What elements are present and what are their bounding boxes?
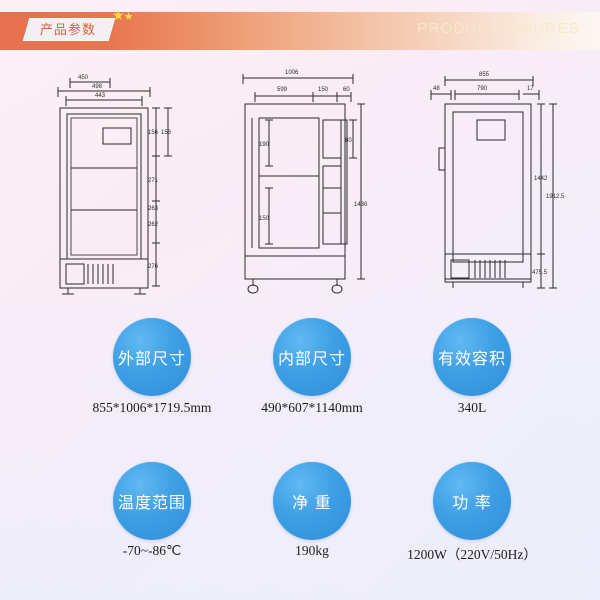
dim-front-156b: 156 <box>161 130 172 136</box>
dim-side-80: 80 <box>345 138 352 144</box>
spec-value-power: 1200W（220V/50Hz） <box>407 547 537 562</box>
spec-value-net-weight: 190kg <box>295 543 329 558</box>
spec-circle-exterior-size: 外部尺寸 <box>113 318 191 396</box>
dim-rear-17: 17 <box>527 86 534 92</box>
page-header: 产品参数 ★★ PRODUCT FIGURES <box>0 0 600 58</box>
dim-side-1006: 1006 <box>285 70 299 76</box>
spec-circle-temperature-range: 温度范围 <box>113 462 191 540</box>
drawing-side-view: 1006 599 150 60 190 150 80 1430 <box>225 58 385 313</box>
drawing-rear-view: 855 790 48 17 1442 1912.5 475.5 <box>415 58 575 313</box>
dim-side-150: 150 <box>318 87 329 93</box>
dim-side-599: 599 <box>277 87 288 93</box>
stars-icon: ★★ <box>112 7 133 23</box>
spec-circle-capacity: 有效容积 <box>433 318 511 396</box>
dim-side-150b: 150 <box>259 216 270 222</box>
dim-rear-48: 48 <box>433 86 440 92</box>
dim-front-498: 498 <box>92 84 103 90</box>
spec-circle-power: 功 率 <box>433 462 511 540</box>
dim-front-271: 271 <box>148 178 159 184</box>
section-ribbon: 产品参数 <box>22 18 116 41</box>
dim-rear-475: 475.5 <box>532 270 548 276</box>
spec-value-capacity: 340L <box>457 400 487 415</box>
dim-front-263: 263 <box>148 206 159 212</box>
page-title: PRODUCT FIGURES <box>417 20 580 37</box>
spec-value-exterior-size: 855*1006*1719.5mm <box>92 400 212 415</box>
spec-circle-net-weight: 净 重 <box>273 462 351 540</box>
dim-side-60: 60 <box>343 87 350 93</box>
dim-rear-855: 855 <box>479 72 490 78</box>
spec-circle-interior-size: 内部尺寸 <box>273 318 351 396</box>
dim-front-443: 443 <box>95 93 106 99</box>
spec-value-interior-size: 490*607*1140mm <box>261 400 363 415</box>
dim-front-276: 276 <box>148 264 159 270</box>
technical-drawings: 450 498 443 156 156 271 263 262 276 <box>0 58 600 313</box>
dim-side-190: 190 <box>259 142 270 148</box>
dim-front-262: 262 <box>148 222 159 228</box>
dim-side-1430: 1430 <box>354 202 368 208</box>
ribbon-label: 产品参数 <box>40 22 97 37</box>
dim-front-156a: 156 <box>148 130 159 136</box>
dim-rear-1442: 1442 <box>534 176 548 182</box>
dim-rear-790: 790 <box>477 86 488 92</box>
dim-rear-1912: 1912.5 <box>546 194 565 200</box>
spec-value-temperature-range: -70~-86℃ <box>122 543 182 558</box>
dim-front-450: 450 <box>78 75 89 81</box>
drawing-front-view: 450 498 443 156 156 271 263 262 276 <box>40 58 190 313</box>
